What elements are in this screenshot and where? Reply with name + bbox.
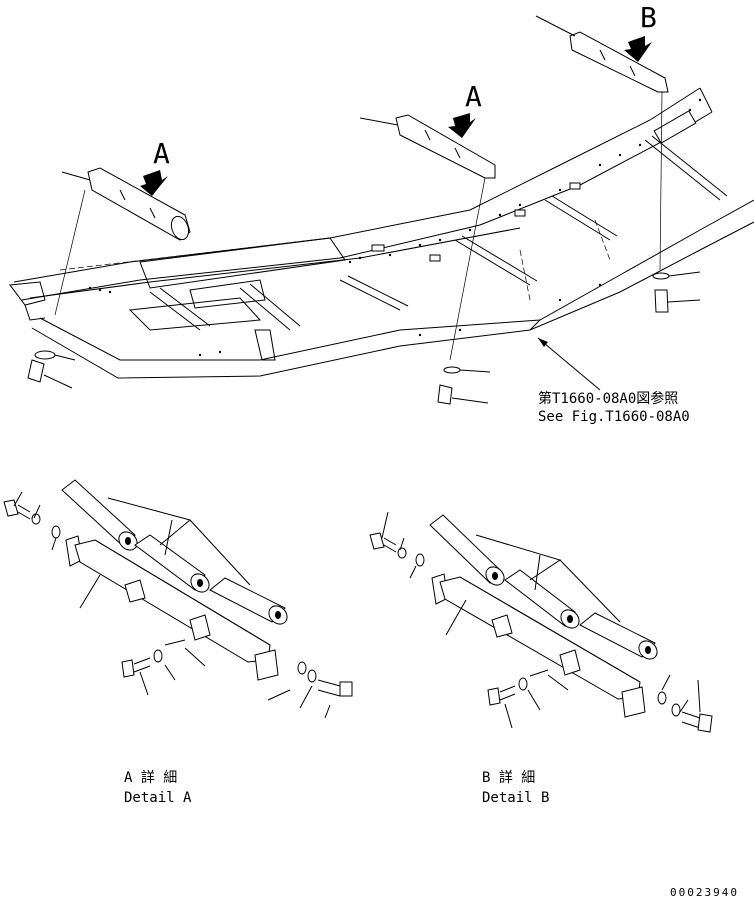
view-arrow-a-left — [140, 170, 168, 196]
view-arrow-a-middle — [448, 113, 476, 138]
view-label-b: B — [640, 1, 657, 34]
main-frame-assembly — [9, 87, 754, 379]
reference-jp: 第T1660-08A0図参照 — [538, 390, 678, 407]
roller-assembly-a-middle — [359, 114, 496, 405]
detail-a-exploded-view — [3, 479, 353, 719]
view-label-a-left: A — [153, 137, 170, 170]
drawing-number: 00023940 — [670, 886, 739, 899]
reference-en: See Fig.T1660-08A0 — [538, 409, 690, 425]
roller-assembly-a-left — [27, 167, 191, 389]
detail-b-caption-en: Detail B — [482, 790, 549, 806]
detail-b-exploded-view — [369, 511, 713, 733]
reference-arrowhead — [538, 338, 548, 347]
reference-leader — [537, 337, 601, 391]
detail-a-caption-en: Detail A — [124, 790, 192, 806]
detail-b-caption-jp: B 詳 細 — [482, 770, 535, 786]
detail-a-caption-jp: A 詳 細 — [124, 770, 177, 786]
view-label-a-middle: A — [465, 80, 482, 113]
roller-assembly-b — [535, 15, 701, 313]
view-arrow-b — [624, 36, 652, 62]
